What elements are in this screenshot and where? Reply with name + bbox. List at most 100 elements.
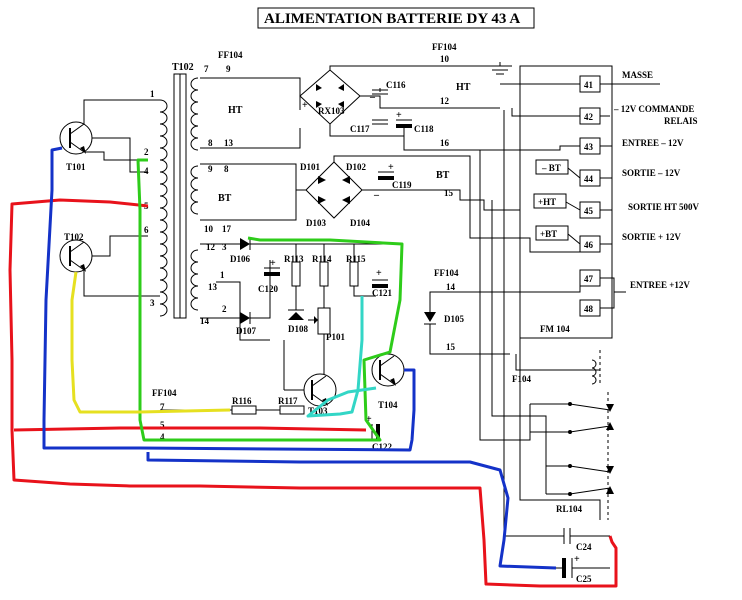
component-label: D106 — [230, 254, 250, 264]
component-label: R117 — [278, 396, 298, 406]
bt-label: BT — [218, 193, 232, 204]
component-label: FF104 — [434, 268, 459, 278]
component-label: C116 — [386, 80, 406, 90]
component-label: 9 — [208, 164, 213, 174]
component-label: FF104 — [152, 388, 177, 398]
component-label: 5 — [160, 420, 165, 430]
component-label: – — [369, 92, 376, 103]
component-label: D108 — [288, 324, 308, 334]
blue-wire — [42, 146, 557, 570]
component-label: HT — [456, 82, 471, 93]
component-label: SORTIE – 12V — [622, 168, 681, 178]
component-label: 1 — [150, 89, 155, 99]
component-label: 10 — [440, 54, 450, 64]
component-label: 44 — [584, 174, 594, 184]
component-label: BT — [436, 170, 450, 181]
component-label: +HT — [538, 197, 556, 207]
component-label: SORTIE HT 500V — [628, 202, 700, 212]
t102-transistor — [59, 239, 93, 273]
fm104-label: FM 104 — [540, 324, 570, 334]
component-label: – BT — [541, 163, 561, 173]
component-label: 12 — [440, 96, 450, 106]
component-label: R116 — [232, 396, 252, 406]
ground-icon — [488, 62, 512, 75]
t101-transistor — [59, 121, 93, 155]
component-label: 2 — [222, 304, 227, 314]
component-label: SORTIE + 12V — [622, 232, 681, 242]
component-label: 4 — [160, 432, 165, 442]
component-label: + — [376, 268, 382, 279]
component-label: – — [373, 190, 380, 201]
component-label: D105 — [444, 314, 464, 324]
component-label: + — [388, 162, 394, 173]
component-label: 41 — [584, 80, 594, 90]
component-label: 8 — [224, 164, 229, 174]
component-label: C117 — [350, 124, 370, 134]
component-label: + — [366, 414, 372, 425]
component-label: ENTREE – 12V — [622, 138, 684, 148]
component-label: + — [574, 554, 580, 565]
yellow-wire — [70, 271, 231, 414]
rx103-label: RX103 — [318, 106, 345, 116]
component-label: C122 — [372, 442, 392, 452]
page-title: ALIMENTATION BATTERIE DY 43 A — [264, 11, 520, 27]
component-label: 2 — [144, 147, 149, 157]
terminal-46: 46 SORTIE + 12V — [579, 232, 681, 253]
component-label: 46 — [584, 240, 594, 250]
component-label: T103 — [308, 406, 328, 416]
terminal-41: 41 MASSE — [579, 70, 660, 93]
primary-coil — [159, 99, 168, 317]
component-label: 4 — [144, 166, 149, 176]
component-label: 3 — [222, 242, 227, 252]
component-label: D107 — [236, 326, 256, 336]
terminal-48: 48 — [579, 299, 601, 317]
component-label: 17 — [222, 224, 232, 234]
rl104-relay — [530, 392, 614, 520]
component-label: D102 — [346, 162, 366, 172]
component-label: 43 — [584, 142, 594, 152]
component-label: C118 — [414, 124, 434, 134]
component-label: 3 — [150, 298, 155, 308]
component-label: ENTREE +12V — [630, 280, 690, 290]
green-wire — [136, 158, 404, 442]
component-label: FF104 — [432, 42, 457, 52]
component-label: 14 — [446, 282, 456, 292]
component-label: 6 — [144, 225, 149, 235]
component-label: C121 — [372, 288, 392, 298]
component-label: 45 — [584, 206, 594, 216]
component-label: 12 — [206, 242, 216, 252]
component-label: F104 — [512, 374, 531, 384]
component-label: MASSE — [622, 70, 653, 80]
component-label: +BT — [540, 229, 557, 239]
component-label: RL104 — [556, 504, 583, 514]
component-label: 10 — [204, 224, 214, 234]
component-label: T102 — [64, 232, 84, 242]
component-label: 15 — [444, 188, 454, 198]
terminal-47: 47 ENTREE +12V — [579, 269, 690, 290]
component-label: – 12V COMMANDE — [613, 104, 694, 114]
cyan-wire — [306, 296, 377, 418]
terminal-44: 44 SORTIE – 12V — [579, 168, 681, 187]
component-label: + — [396, 110, 402, 121]
terminal-43: 43 ENTREE – 12V — [579, 137, 684, 155]
component-label: 9 — [226, 64, 231, 74]
component-label: C25 — [576, 574, 592, 584]
component-label: C119 — [392, 180, 412, 190]
red-wire — [8, 198, 618, 588]
t102-label: T102 — [172, 62, 194, 73]
component-label: FF104 — [218, 50, 243, 60]
component-label: 13 — [224, 138, 234, 148]
component-label: R114 — [312, 254, 332, 264]
component-label: 48 — [584, 304, 594, 314]
component-label: + — [270, 258, 276, 269]
component-label: C120 — [258, 284, 278, 294]
component-label: 13 — [208, 282, 218, 292]
terminal-42: 42 – 12V COMMANDE RELAIS — [579, 104, 698, 126]
component-label: 7 — [204, 64, 209, 74]
t103-transistor — [303, 373, 337, 407]
component-label: RELAIS — [664, 116, 698, 126]
component-label: 42 — [584, 112, 594, 122]
component-label: P101 — [326, 332, 345, 342]
component-label: 8 — [208, 138, 213, 148]
